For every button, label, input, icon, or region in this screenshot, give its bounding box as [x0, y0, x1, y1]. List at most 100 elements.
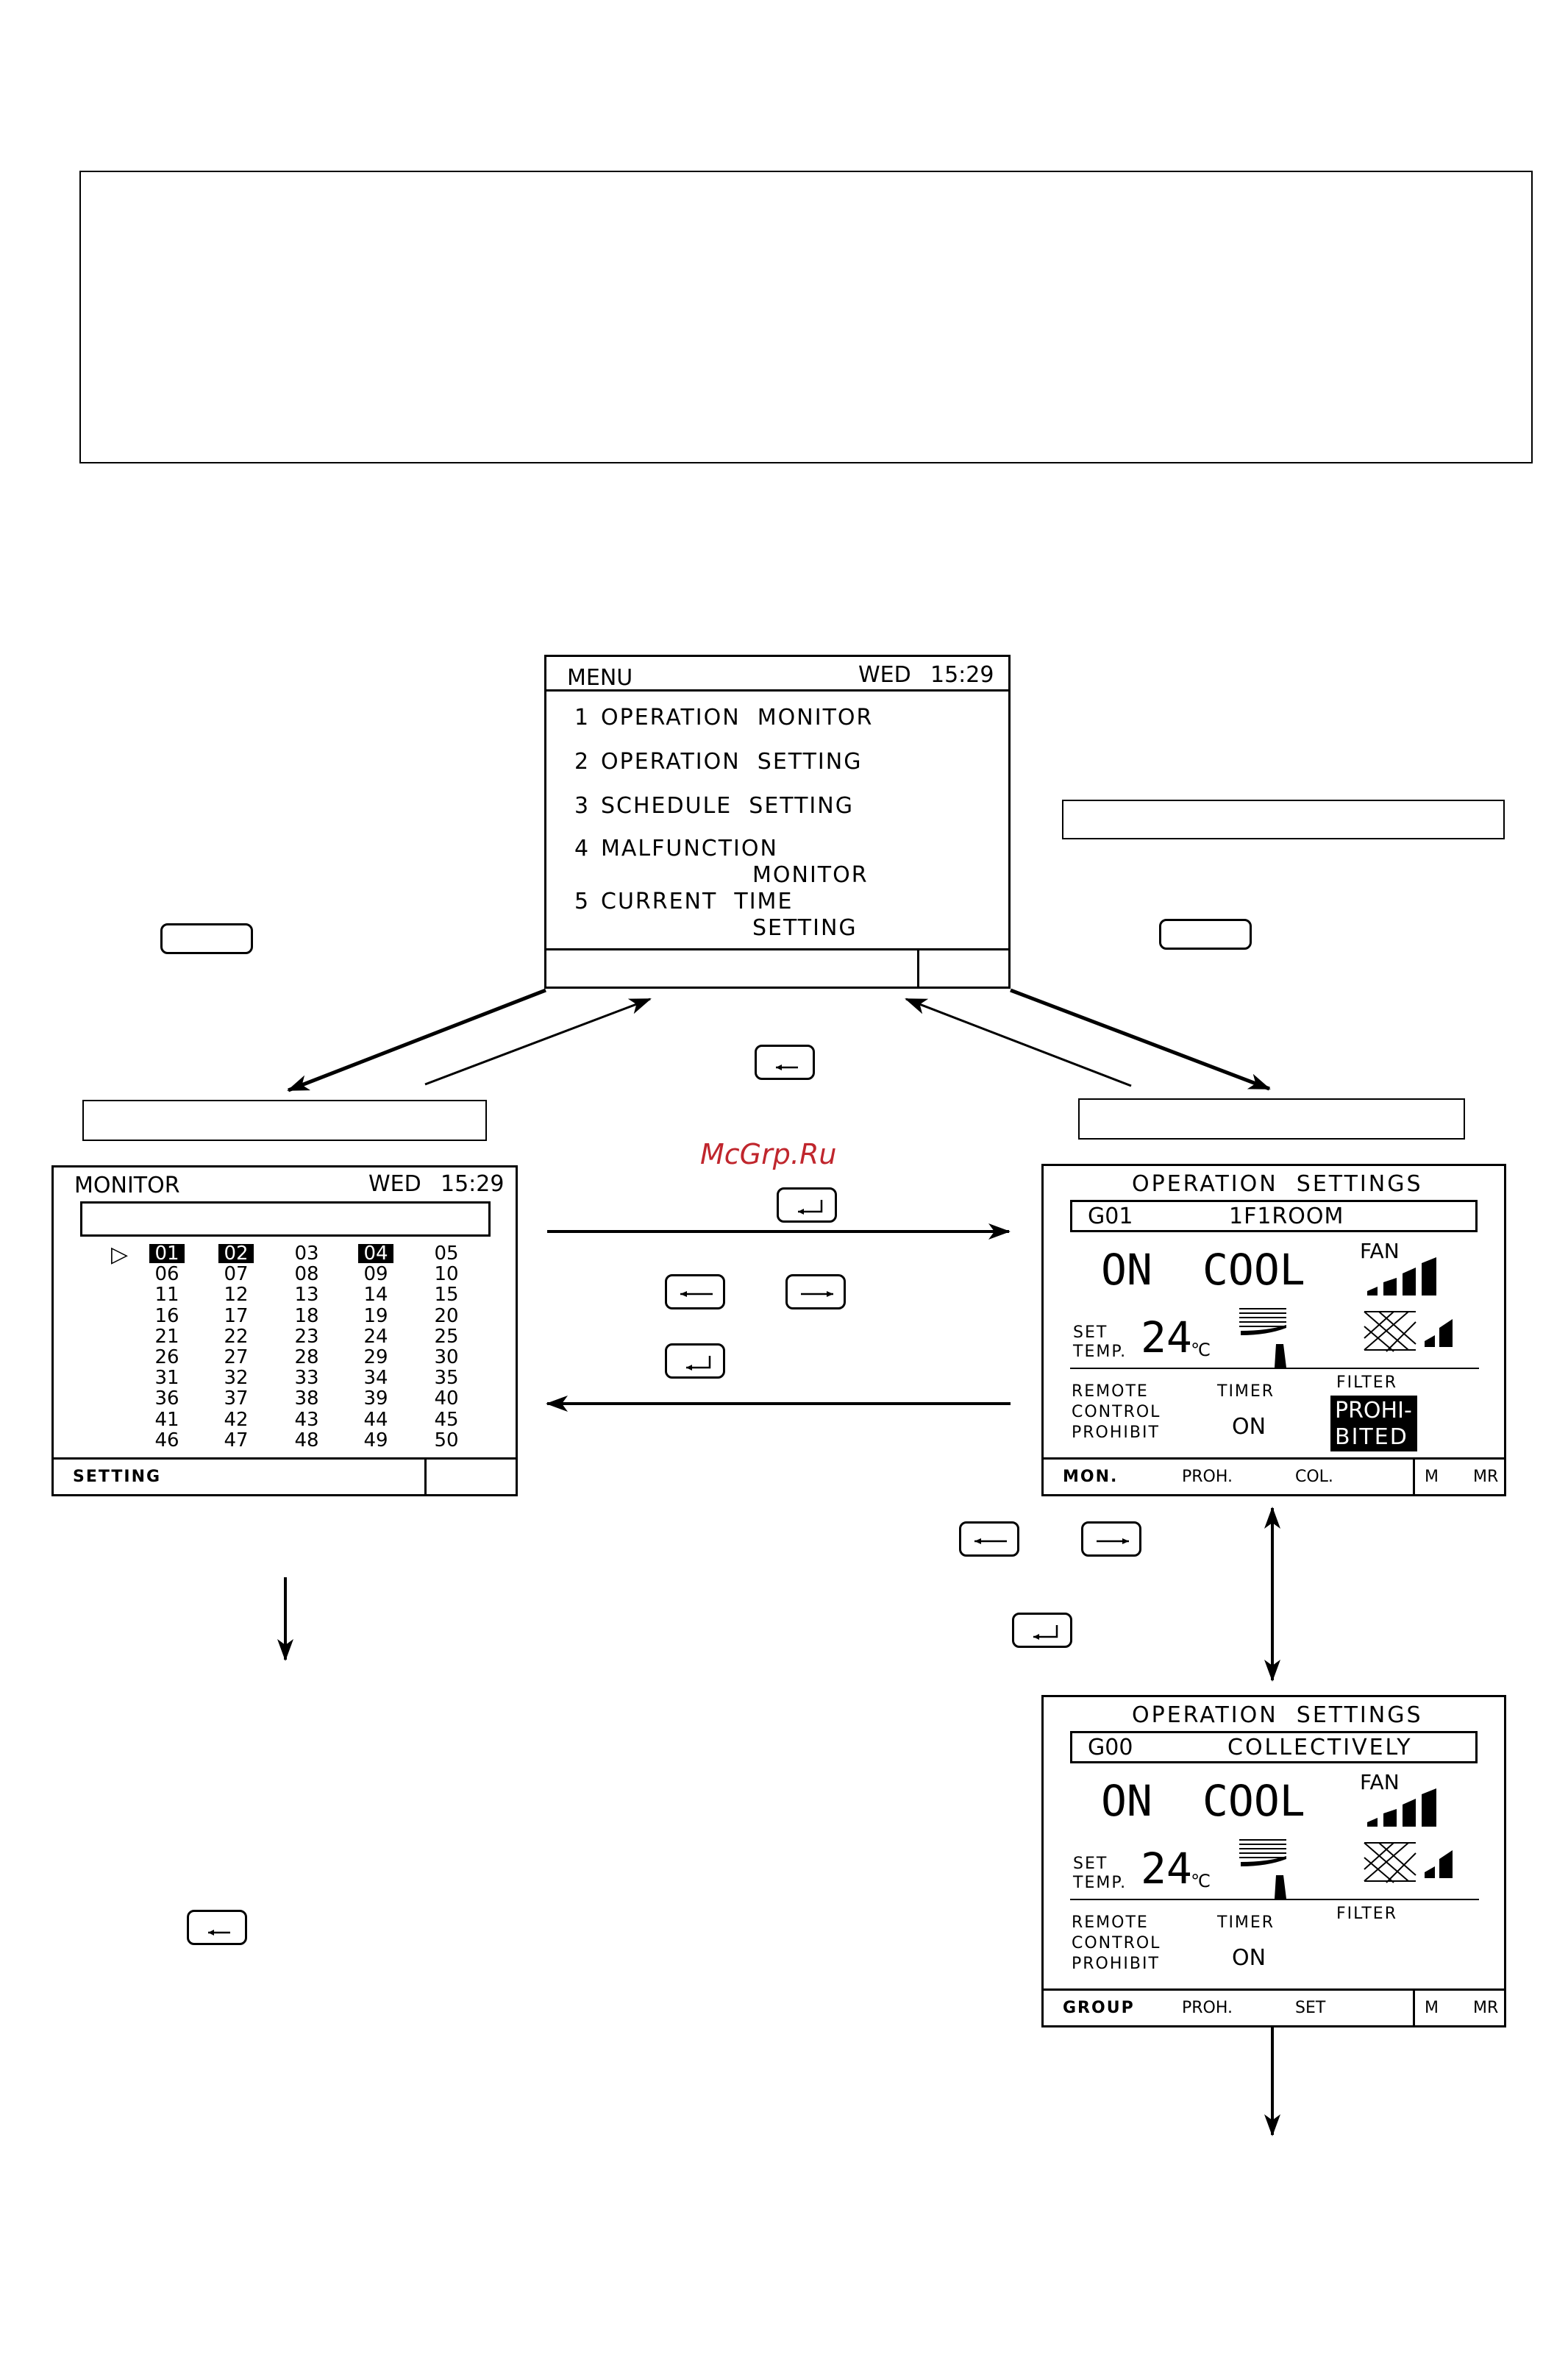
blank-key-right[interactable] — [1159, 919, 1252, 950]
group-number-04[interactable]: 04 — [358, 1244, 393, 1263]
group-number-32[interactable]: 32 — [224, 1367, 249, 1390]
group-number-47[interactable]: 47 — [224, 1429, 249, 1451]
group-number-26[interactable]: 26 — [154, 1346, 179, 1368]
group-number-15[interactable]: 15 — [434, 1284, 459, 1307]
group-number-01[interactable]: 01 — [149, 1244, 185, 1263]
group-number-48[interactable]: 48 — [294, 1429, 319, 1451]
op1-prohibited-badge[interactable]: PROHI- BITED — [1330, 1396, 1417, 1451]
group-number-03[interactable]: 03 — [294, 1243, 319, 1265]
group-number-13[interactable]: 13 — [294, 1284, 319, 1307]
group-number-39[interactable]: 39 — [363, 1387, 388, 1410]
group-number-34[interactable]: 34 — [363, 1367, 388, 1390]
op2-footer-mr[interactable]: MR — [1473, 1999, 1499, 2017]
group-number-21[interactable]: 21 — [154, 1325, 179, 1348]
group-number-40[interactable]: 40 — [434, 1387, 459, 1410]
menu-item-3[interactable]: SCHEDULE SETTING — [601, 793, 854, 819]
enter-key-3[interactable] — [1012, 1613, 1072, 1648]
op1-group-field[interactable] — [1070, 1200, 1478, 1232]
left-key-2[interactable] — [959, 1521, 1019, 1557]
group-number-38[interactable]: 38 — [294, 1387, 319, 1410]
group-number-42[interactable]: 42 — [224, 1408, 249, 1431]
group-number-20[interactable]: 20 — [434, 1304, 459, 1327]
left-arrow-key-icon — [974, 1538, 1007, 1544]
op2-footer-proh[interactable]: PROH. — [1182, 1999, 1233, 2017]
group-number-22[interactable]: 22 — [224, 1325, 249, 1348]
group-number-08[interactable]: 08 — [294, 1263, 319, 1286]
group-number-07[interactable]: 07 — [224, 1263, 249, 1286]
op2-temp[interactable]: 24 — [1141, 1844, 1192, 1894]
filter-icon[interactable] — [1361, 1306, 1464, 1357]
menu-item-1[interactable]: OPERATION MONITOR — [601, 705, 874, 731]
group-number-31[interactable]: 31 — [154, 1367, 179, 1390]
fan-bars-icon[interactable] — [1367, 1788, 1455, 1830]
watermark: McGrp.Ru — [700, 1138, 837, 1170]
group-number-45[interactable]: 45 — [434, 1408, 459, 1431]
louver-icon[interactable] — [1238, 1306, 1289, 1368]
group-number-10[interactable]: 10 — [434, 1263, 459, 1286]
group-number-25[interactable]: 25 — [434, 1325, 459, 1348]
group-number-46[interactable]: 46 — [154, 1429, 179, 1451]
group-number-33[interactable]: 33 — [294, 1367, 319, 1390]
menu-item-4[interactable]: MALFUNCTION — [601, 836, 778, 861]
group-number-35[interactable]: 35 — [434, 1367, 459, 1390]
group-number-44[interactable]: 44 — [363, 1408, 388, 1431]
op1-footer-m[interactable]: M — [1425, 1468, 1439, 1486]
filter-icon[interactable] — [1361, 1837, 1464, 1888]
group-number-18[interactable]: 18 — [294, 1304, 319, 1327]
op1-footer-proh[interactable]: PROH. — [1182, 1468, 1233, 1486]
group-number-11[interactable]: 11 — [154, 1284, 179, 1307]
enter-key-1[interactable] — [777, 1187, 837, 1223]
op2-timer-value[interactable]: ON — [1232, 1945, 1266, 1971]
op1-mode[interactable]: COOL — [1202, 1245, 1305, 1295]
op2-status[interactable]: ON — [1101, 1776, 1152, 1826]
op2-footer-set[interactable]: SET — [1295, 1999, 1326, 2017]
group-number-17[interactable]: 17 — [224, 1304, 249, 1327]
group-number-43[interactable]: 43 — [294, 1408, 319, 1431]
op1-footer-mr[interactable]: MR — [1473, 1468, 1499, 1486]
right-key-1[interactable] — [785, 1274, 846, 1309]
group-number-12[interactable]: 12 — [224, 1284, 249, 1307]
menu-header-divider — [546, 689, 1008, 692]
group-number-19[interactable]: 19 — [363, 1304, 388, 1327]
group-number-30[interactable]: 30 — [434, 1346, 459, 1368]
group-number-14[interactable]: 14 — [363, 1284, 388, 1307]
group-number-28[interactable]: 28 — [294, 1346, 319, 1368]
group-number-02[interactable]: 02 — [218, 1244, 254, 1263]
group-number-50[interactable]: 50 — [434, 1429, 459, 1451]
group-number-41[interactable]: 41 — [154, 1408, 179, 1431]
group-number-23[interactable]: 23 — [294, 1325, 319, 1348]
group-number-06[interactable]: 06 — [154, 1263, 179, 1286]
group-number-49[interactable]: 49 — [363, 1429, 388, 1451]
group-number-05[interactable]: 05 — [434, 1243, 459, 1265]
back-key-left[interactable] — [187, 1910, 247, 1945]
op2-group-field[interactable] — [1070, 1731, 1478, 1763]
op2-footer-m[interactable]: M — [1425, 1999, 1439, 2017]
monitor-group-grid: 01 02 03 04 05 06 07 08 09 10 11 12 13 14 15 16 17 18 19 20… — [54, 1167, 516, 1476]
left-key-1[interactable] — [665, 1274, 725, 1309]
op1-footer-split — [1413, 1457, 1415, 1494]
group-number-37[interactable]: 37 — [224, 1387, 249, 1410]
op1-temp[interactable]: 24 — [1141, 1312, 1192, 1362]
back-key-center[interactable] — [755, 1045, 815, 1080]
enter-key-2[interactable] — [665, 1343, 725, 1379]
group-number-16[interactable]: 16 — [154, 1304, 179, 1327]
op1-footer-col[interactable]: COL. — [1295, 1468, 1333, 1486]
group-number-36[interactable]: 36 — [154, 1387, 179, 1410]
group-number-27[interactable]: 27 — [224, 1346, 249, 1368]
group-number-24[interactable]: 24 — [363, 1325, 388, 1348]
menu-item-5[interactable]: CURRENT TIME — [601, 889, 794, 914]
op1-status[interactable]: ON — [1101, 1245, 1152, 1295]
louver-icon[interactable] — [1238, 1837, 1289, 1899]
monitor-footer-setting[interactable]: SETTING — [73, 1468, 162, 1486]
op1-footer-mon[interactable]: MON. — [1063, 1468, 1119, 1486]
op1-timer-value[interactable]: ON — [1232, 1414, 1266, 1440]
op2-footer-group[interactable]: GROUP — [1063, 1999, 1135, 2017]
group-number-09[interactable]: 09 — [363, 1263, 388, 1286]
group-number-29[interactable]: 29 — [363, 1346, 388, 1368]
blank-key-left[interactable] — [160, 923, 253, 954]
fan-bars-icon[interactable] — [1367, 1257, 1455, 1298]
right-key-2[interactable] — [1081, 1521, 1141, 1557]
menu-item-2[interactable]: OPERATION SETTING — [601, 749, 863, 775]
op2-mode[interactable]: COOL — [1202, 1776, 1305, 1826]
